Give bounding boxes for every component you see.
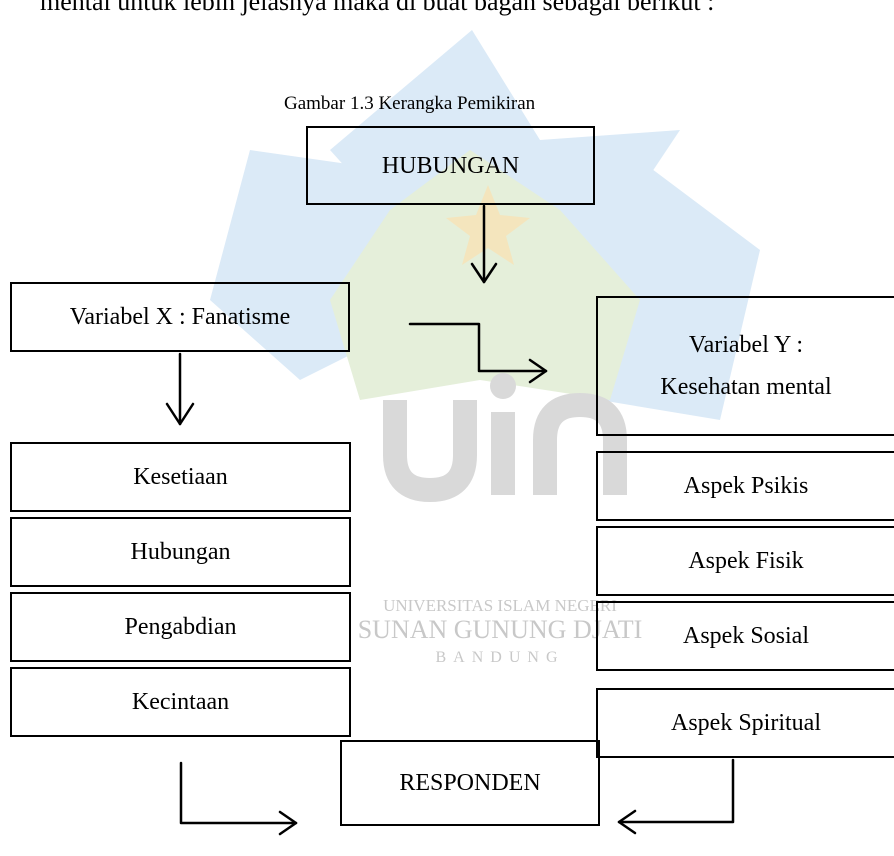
watermark-line-3: BANDUNG	[436, 649, 565, 666]
star-ornament	[210, 30, 760, 420]
watermark-line-1: UNIVERSITAS ISLAM NEGERI	[383, 596, 617, 615]
letter-n	[533, 392, 627, 495]
figure-caption: Gambar 1.3 Kerangka Pemikiran	[284, 93, 536, 114]
watermark-line-2: SUNAN GUNUNG DJATI	[358, 615, 643, 644]
y-item-label: Aspek Spiritual	[671, 710, 821, 736]
y-item-label: Aspek Fisik	[688, 548, 804, 574]
node-responden-label: RESPONDEN	[399, 770, 541, 796]
y-item-aspek-spiritual: Aspek Spiritual	[596, 688, 894, 758]
x-item-label: Pengabdian	[124, 614, 237, 640]
letter-u	[383, 400, 477, 503]
node-hubungan-top: HUBUNGAN	[306, 126, 595, 205]
uin-logo-letters	[383, 392, 627, 503]
y-item-aspek-fisik: Aspek Fisik	[596, 526, 894, 596]
intro-text: mental untuk lebih jelasnya maka di buat…	[40, 0, 715, 16]
node-variabel-x-label: Variabel X : Fanatisme	[69, 304, 291, 330]
ornament-gold-star	[446, 185, 530, 265]
y-item-label: Aspek Psikis	[683, 473, 809, 499]
x-item-pengabdian: Pengabdian	[10, 592, 351, 662]
y-item-aspek-sosial: Aspek Sosial	[596, 601, 894, 671]
node-variabel-y-line1: Variabel Y :	[688, 332, 804, 358]
node-variabel-x: Variabel X : Fanatisme	[10, 282, 350, 352]
x-item-kesetiaan: Kesetiaan	[10, 442, 351, 512]
node-responden: RESPONDEN	[340, 740, 600, 826]
node-hubungan-top-label: HUBUNGAN	[381, 152, 520, 179]
y-item-label: Aspek Sosial	[683, 623, 809, 649]
node-variabel-y: Variabel Y : Kesehatan mental	[596, 296, 894, 436]
letter-i-dot	[490, 373, 516, 399]
x-item-label: Hubungan	[130, 539, 231, 565]
x-item-kecintaan: Kecintaan	[10, 667, 351, 737]
x-item-label: Kecintaan	[131, 689, 230, 715]
x-item-label: Kesetiaan	[133, 464, 228, 490]
x-item-hubungan: Hubungan	[10, 517, 351, 587]
y-item-aspek-psikis: Aspek Psikis	[596, 451, 894, 521]
ornament-blue-right	[580, 160, 760, 420]
node-variabel-y-line2: Kesehatan mental	[660, 374, 832, 400]
